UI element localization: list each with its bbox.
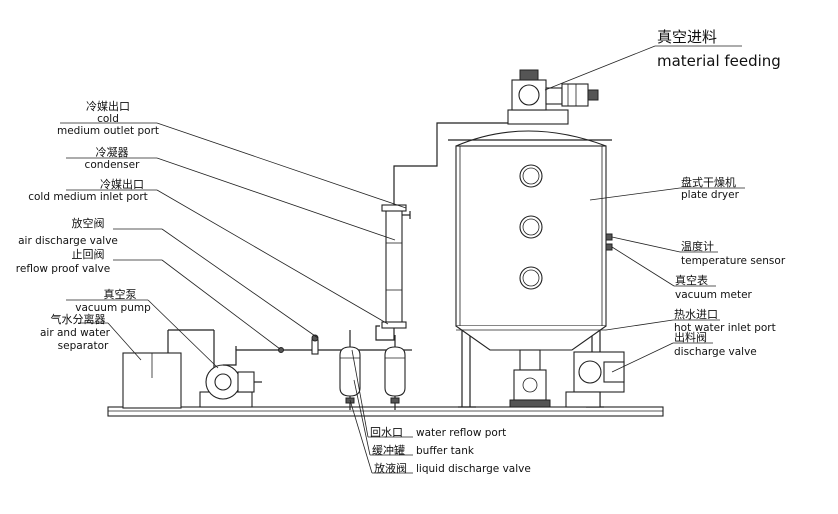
vacuum-feeding-zh: 真空进料	[657, 28, 717, 46]
label-condenser: 冷凝器 condenser	[85, 145, 141, 171]
buffer-tank-zh: 缓冲罐	[372, 443, 405, 457]
discharge-valve-en: discharge valve	[674, 346, 757, 358]
hot-water-inlet-zh: 热水进口	[674, 308, 718, 321]
buffer-tank-right	[384, 335, 412, 410]
temperature-sensor-en: temperature sensor	[681, 255, 786, 267]
condenser-zh: 冷凝器	[96, 145, 129, 159]
plate-dryer-zh: 盘式干燥机	[681, 175, 736, 189]
label-water-reflow-port: 回水口 water reflow port	[370, 426, 506, 439]
plate-dryer-en: plate dryer	[681, 189, 740, 201]
separator-en1: air and water	[40, 327, 111, 339]
cold-medium-inlet-en: cold medium inlet port	[28, 191, 148, 203]
discharge-valve-zh: 出料阀	[674, 330, 707, 344]
air-water-separator	[122, 329, 215, 409]
vacuum-pump-zh: 真空泵	[104, 287, 137, 301]
label-cold-medium-inlet: 冷媒出口 cold medium inlet port	[28, 177, 148, 203]
buffer-tank-en: buffer tank	[416, 445, 475, 457]
separator-en2: separator	[58, 340, 109, 352]
vacuum-feeding-en: material feeding	[657, 52, 781, 70]
label-air-discharge-valve: 放空阀 air discharge valve	[18, 216, 118, 247]
feeding-drive-unit	[507, 69, 599, 125]
separator-zh: 气水分离器	[51, 312, 106, 326]
reflow-proof-valve-zh: 止回阀	[72, 247, 105, 261]
liquid-discharge-valve-zh: 放液阀	[374, 461, 407, 475]
cold-medium-outlet-en2: medium outlet port	[57, 125, 159, 137]
label-cold-medium-outlet: 冷媒出口 cold medium outlet port	[57, 99, 159, 137]
label-plate-dryer: 盘式干燥机 plate dryer	[681, 175, 740, 201]
cold-medium-outlet-en1: cold	[97, 113, 119, 125]
label-liquid-discharge-valve: 放液阀 liquid discharge valve	[374, 461, 531, 475]
label-vacuum-feeding: 真空进料 material feeding	[657, 28, 781, 70]
cold-medium-outlet-zh: 冷媒出口	[86, 99, 130, 113]
label-vacuum-pump: 真空泵 vacuum pump	[75, 287, 151, 314]
base-platform	[107, 406, 664, 417]
leader-lines	[60, 45, 745, 474]
plate-dryer-vessel	[448, 130, 613, 408]
air-discharge-valve-en: air discharge valve	[18, 235, 118, 247]
cold-medium-inlet-zh: 冷媒出口	[100, 177, 144, 191]
air-discharge-valve-zh: 放空阀	[72, 216, 105, 230]
label-temperature-sensor: 温度计 temperature sensor	[681, 239, 786, 267]
condenser-column	[375, 122, 520, 341]
temperature-sensor-zh: 温度计	[681, 239, 714, 253]
vacuum-pipeline	[223, 334, 405, 366]
condenser-en: condenser	[85, 159, 141, 171]
label-discharge-valve: 出料阀 discharge valve	[674, 330, 757, 358]
water-reflow-port-en: water reflow port	[416, 427, 506, 439]
liquid-discharge-valve-en: liquid discharge valve	[416, 463, 531, 475]
vacuum-pump	[199, 364, 262, 408]
label-buffer-tank: 缓冲罐 buffer tank	[372, 443, 475, 457]
water-reflow-port-zh: 回水口	[370, 426, 403, 439]
label-hot-water-inlet: 热水进口 hot water inlet port	[674, 308, 776, 334]
reflow-proof-valve-en: reflow proof valve	[16, 263, 110, 275]
label-separator: 气水分离器 air and water separator	[40, 312, 111, 352]
label-reflow-proof-valve: 止回阀 reflow proof valve	[16, 247, 110, 275]
vacuum-meter-en: vacuum meter	[675, 289, 753, 301]
discharge-valve-motor	[565, 351, 625, 408]
vacuum-meter-zh: 真空表	[675, 273, 708, 287]
vacuum-pump-en: vacuum pump	[75, 302, 151, 314]
buffer-tank-left	[339, 330, 361, 410]
label-vacuum-meter: 真空表 vacuum meter	[675, 273, 753, 301]
hot-water-inlet-en: hot water inlet port	[674, 322, 776, 334]
